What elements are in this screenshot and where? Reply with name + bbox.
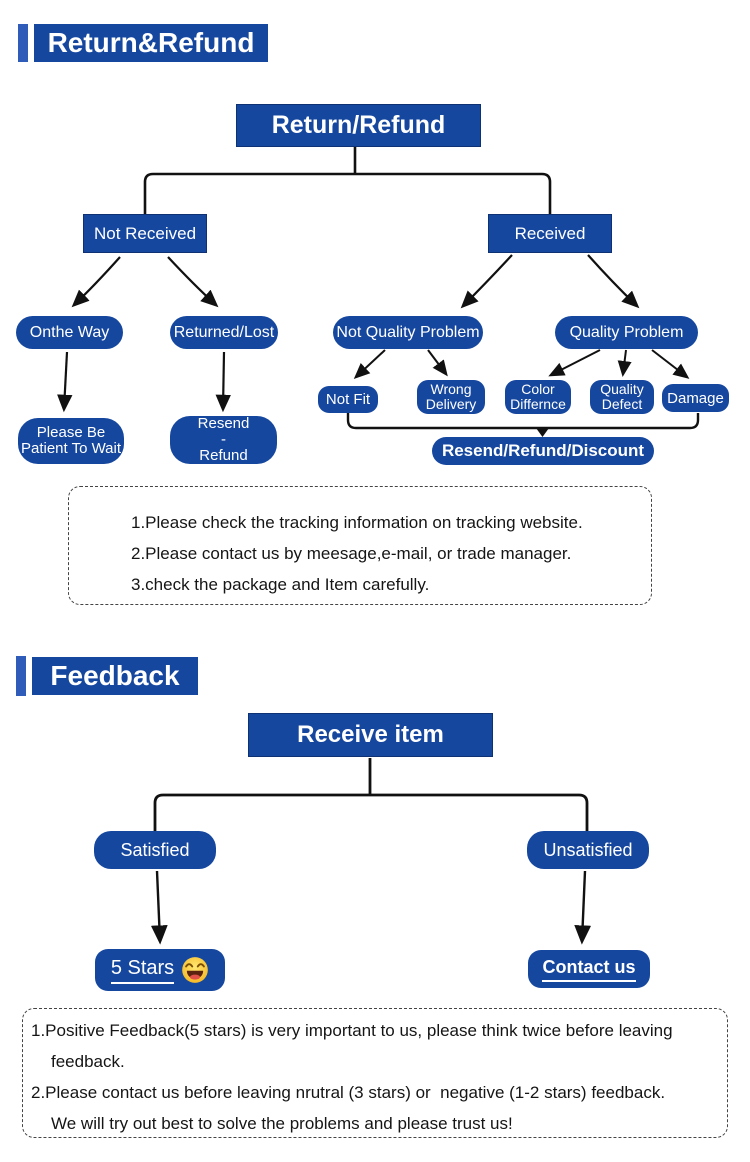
note-line: 2.Please contact us by meesage,e-mail, o… — [131, 544, 572, 563]
quality-defect-label: Quality Defect — [600, 380, 644, 412]
contact-us-node: Contact us — [528, 950, 650, 988]
note-line: 1.Please check the tracking information … — [131, 513, 583, 532]
receive-item-label: Receive item — [297, 721, 444, 748]
not-received-label: Not Received — [93, 223, 197, 243]
damage-label: Damage — [667, 389, 724, 407]
not-fit-label: Not Fit — [325, 391, 371, 408]
section2-accent-bar — [16, 656, 26, 696]
received-label: Received — [514, 223, 586, 243]
please-be-patient-label: Please Be Patient To Wait — [20, 423, 122, 457]
five-stars-node: 5 Stars — [95, 949, 225, 991]
receive-item-root-node: Receive item — [248, 713, 493, 757]
section1-title-banner: Return&Refund — [34, 24, 268, 62]
return-refund-root-node: Return/Refund — [236, 104, 481, 147]
received-node: Received — [488, 214, 612, 253]
section1-accent-bar — [18, 24, 28, 62]
satisfied-node: Satisfied — [94, 831, 216, 869]
not-quality-problem-label: Not Quality Problem — [336, 323, 480, 341]
section2-title: Feedback — [50, 660, 180, 691]
not-received-node: Not Received — [83, 214, 207, 253]
resend-refund-node: Resend - Refund — [170, 414, 277, 465]
quality-problem-label: Quality Problem — [569, 323, 684, 341]
quality-problem-node: Quality Problem — [555, 316, 698, 349]
on-the-way-label: Onthe Way — [29, 323, 110, 341]
resend-refund-label: Resend - Refund — [197, 414, 250, 465]
return-refund-notes-box: 1.Please check the tracking information … — [68, 486, 652, 605]
wrong-delivery-label: Wrong Delivery — [425, 380, 477, 412]
damage-node: Damage — [662, 384, 729, 412]
unsatisfied-label: Unsatisfied — [543, 839, 633, 860]
returned-lost-label: Returned/Lost — [173, 323, 275, 341]
resend-refund-discount-node: Resend/Refund/Discount — [432, 437, 654, 465]
note-line: 2.Please contact us before leaving nrutr… — [31, 1083, 666, 1102]
unsatisfied-node: Unsatisfied — [527, 831, 649, 869]
on-the-way-node: Onthe Way — [16, 316, 123, 349]
contact-us-label: Contact us — [542, 957, 636, 982]
color-difference-label: Color Differnce — [510, 380, 566, 412]
returned-lost-node: Returned/Lost — [170, 316, 278, 349]
note-line: We will try out best to solve the proble… — [51, 1114, 513, 1133]
section1-title: Return&Refund — [47, 27, 255, 58]
note-line: feedback. — [51, 1052, 125, 1071]
not-quality-problem-node: Not Quality Problem — [333, 316, 483, 349]
five-stars-label: 5 Stars — [110, 957, 175, 984]
section2-title-banner: Feedback — [32, 657, 198, 695]
quality-defect-node: Quality Defect — [590, 380, 654, 414]
wrong-delivery-node: Wrong Delivery — [417, 380, 485, 414]
please-be-patient-node: Please Be Patient To Wait — [18, 418, 124, 464]
note-line: 1.Positive Feedback(5 stars) is very imp… — [31, 1021, 673, 1040]
feedback-notes-box: 1.Positive Feedback(5 stars) is very imp… — [22, 1008, 728, 1138]
not-fit-node: Not Fit — [318, 386, 378, 413]
resend-refund-discount-label: Resend/Refund/Discount — [441, 441, 645, 460]
satisfied-label: Satisfied — [120, 839, 190, 860]
laughing-emoji-icon — [182, 957, 209, 983]
color-difference-node: Color Differnce — [505, 380, 571, 414]
note-line: 3.check the package and Item carefully. — [131, 575, 430, 594]
return-refund-root-label: Return/Refund — [271, 111, 446, 139]
